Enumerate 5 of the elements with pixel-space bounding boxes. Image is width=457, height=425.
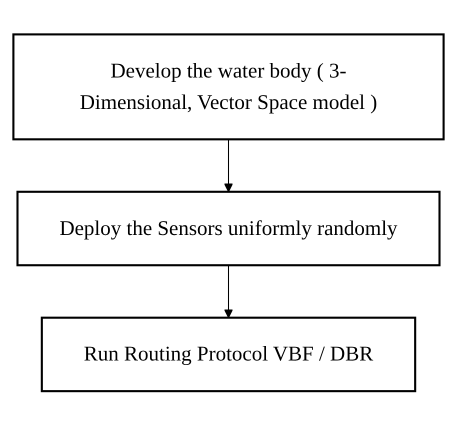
- node-box: Develop the water body ( 3-Dimensional, Vector Space model ): [12, 33, 445, 140]
- arrow: [224, 264, 234, 318]
- node-box: Run Routing Protocol VBF / DBR: [40, 316, 416, 392]
- arrow: [224, 139, 234, 192]
- node-box: Deploy the Sensors uniformly randomly: [16, 190, 441, 266]
